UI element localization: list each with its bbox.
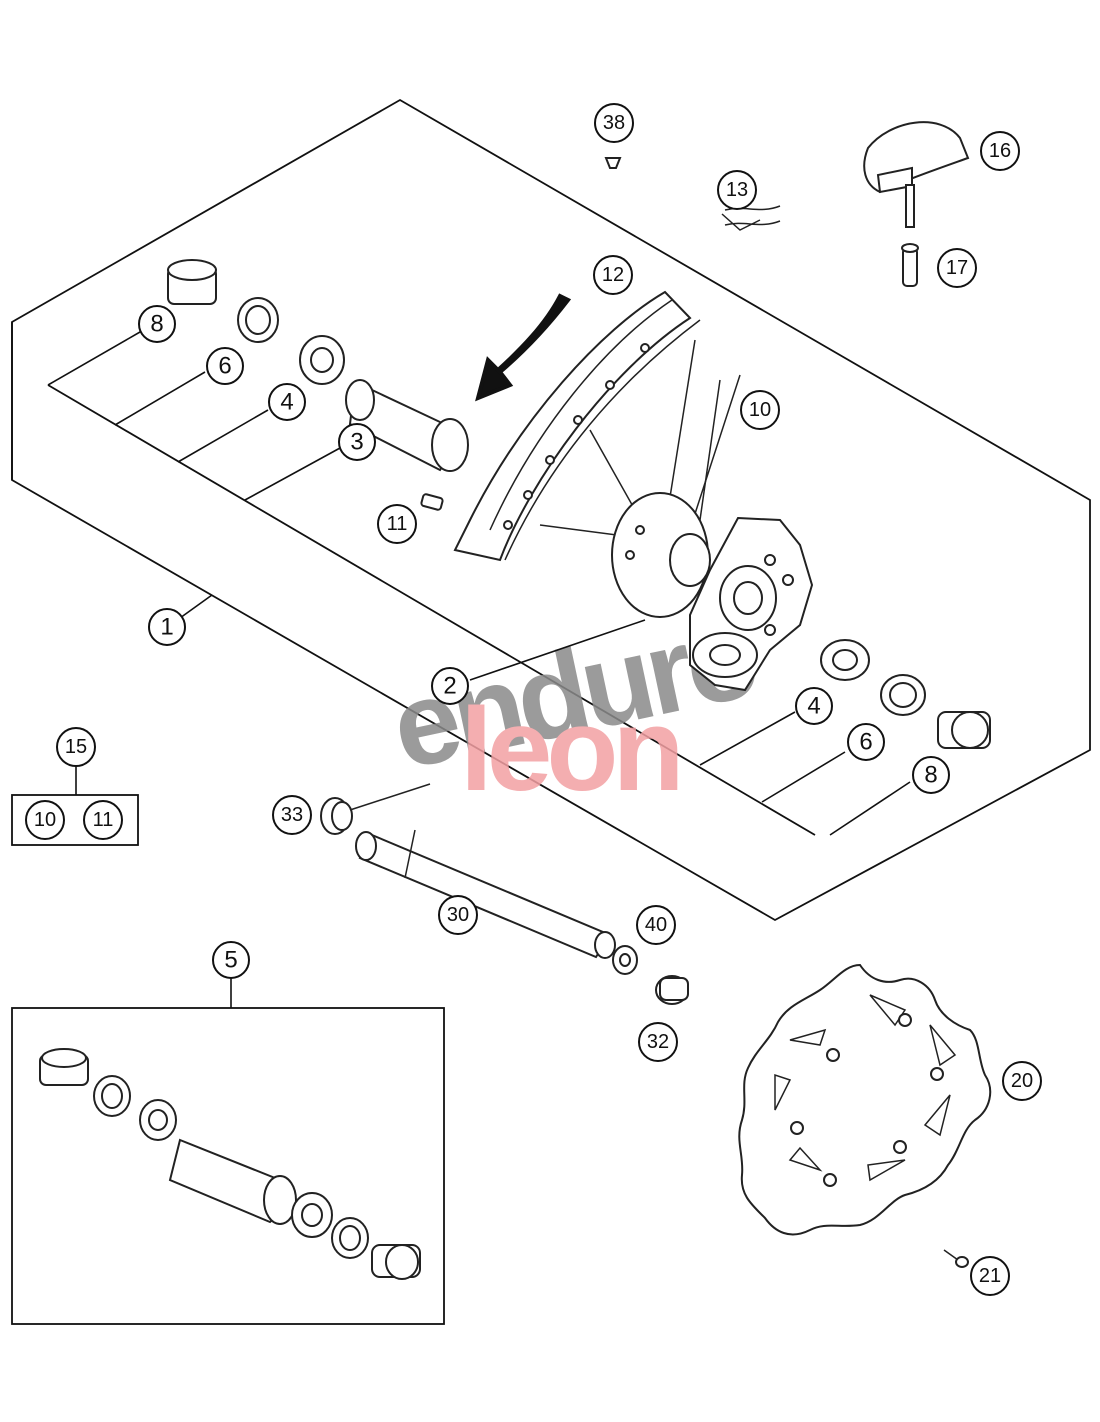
callout-15-10-label: 10 [34, 809, 56, 831]
callout-13: 13 [717, 170, 757, 210]
kit-box-5 [11, 1007, 445, 1325]
callout-20: 20 [1002, 1061, 1042, 1101]
callout-16: 16 [980, 131, 1020, 171]
callout-38: 38 [594, 103, 634, 143]
axle-nut-33 [320, 783, 431, 835]
spacer-32 [655, 975, 689, 1005]
callout-4a-label: 4 [280, 389, 293, 416]
callout-40: 40 [636, 905, 676, 945]
callout-21-label: 21 [979, 1265, 1001, 1287]
callout-15-label: 15 [65, 736, 87, 758]
leader-4b [699, 711, 796, 766]
callout-38-label: 38 [603, 112, 625, 134]
leader-4a [177, 409, 269, 463]
callout-6b-label: 6 [859, 729, 872, 756]
leader-8b [829, 781, 911, 836]
callout-17: 17 [937, 248, 977, 288]
callout-2-label: 2 [443, 673, 456, 700]
callout-21: 21 [970, 1256, 1010, 1296]
leader-1 [179, 594, 213, 619]
valve-17 [901, 243, 919, 287]
right-bearing-stack [820, 639, 991, 749]
callout-17-label: 17 [946, 257, 968, 279]
callout-33: 33 [272, 795, 312, 835]
callout-8b: 8 [912, 756, 950, 794]
callout-12: 12 [593, 255, 633, 295]
leader-6b [761, 751, 846, 803]
callout-32: 32 [638, 1022, 678, 1062]
seal-6-right [880, 674, 926, 716]
bearing-4-left [299, 335, 345, 385]
axle-30 [355, 829, 616, 959]
callout-16-label: 16 [989, 140, 1011, 162]
callout-32-label: 32 [647, 1031, 669, 1053]
bearing-kit-5-parts [39, 1048, 421, 1280]
direction-arrow-icon [475, 293, 572, 402]
leader-6a [114, 371, 206, 426]
callout-15: 15 [56, 727, 96, 767]
callout-1: 1 [148, 608, 186, 646]
callout-1-label: 1 [160, 614, 173, 641]
callout-40-label: 40 [645, 914, 667, 936]
callout-30: 30 [438, 895, 478, 935]
wheel-stand-16 [863, 121, 970, 228]
brake-disc-20 [738, 963, 992, 1236]
washer-40 [612, 945, 638, 975]
callout-6a-label: 6 [218, 353, 231, 380]
callout-13-label: 13 [726, 179, 748, 201]
callout-11-label: 11 [387, 513, 408, 535]
callout-15-11-label: 11 [93, 809, 114, 831]
left-bearing-stack [167, 259, 469, 472]
callout-30-label: 30 [447, 904, 469, 926]
callout-11: 11 [377, 504, 417, 544]
leader-3 [244, 447, 341, 501]
callout-6a: 6 [206, 347, 244, 385]
callout-12-label: 12 [602, 264, 624, 286]
bearing-4-right [820, 639, 870, 681]
callout-10: 10 [740, 390, 780, 430]
callout-3-label: 3 [350, 429, 363, 456]
callout-3: 3 [338, 423, 376, 461]
callout-4a: 4 [268, 383, 306, 421]
rim-tape-13 [721, 205, 781, 231]
screw-21 [943, 1249, 969, 1268]
callout-2: 2 [431, 667, 469, 705]
callout-4b-label: 4 [807, 693, 820, 720]
spacer-8-right [937, 711, 991, 749]
valve-cap-38 [604, 157, 622, 169]
spacer-tube-3 [345, 379, 469, 472]
callout-8a: 8 [138, 305, 176, 343]
callout-10-label: 10 [749, 399, 771, 421]
kit-box-15 [11, 794, 139, 846]
leader-2 [469, 619, 646, 681]
callout-15-10: 10 [25, 800, 65, 840]
callout-8a-label: 8 [150, 311, 163, 338]
callout-4b: 4 [795, 687, 833, 725]
rim-12 [453, 290, 701, 562]
callout-5: 5 [212, 941, 250, 979]
callout-8b-label: 8 [924, 762, 937, 789]
callout-33-label: 33 [281, 804, 303, 826]
seal-6-left [237, 297, 279, 343]
frame-base-line [47, 384, 816, 836]
hub-2 [611, 492, 814, 692]
nipple-11 [420, 493, 444, 511]
callout-20-label: 20 [1011, 1070, 1033, 1092]
callout-15-11: 11 [83, 800, 123, 840]
spacer-8-left [167, 259, 217, 305]
callout-5-label: 5 [224, 947, 237, 974]
leader-8a [47, 331, 141, 386]
watermark-line2: leon [460, 684, 679, 816]
callout-6b: 6 [847, 723, 885, 761]
